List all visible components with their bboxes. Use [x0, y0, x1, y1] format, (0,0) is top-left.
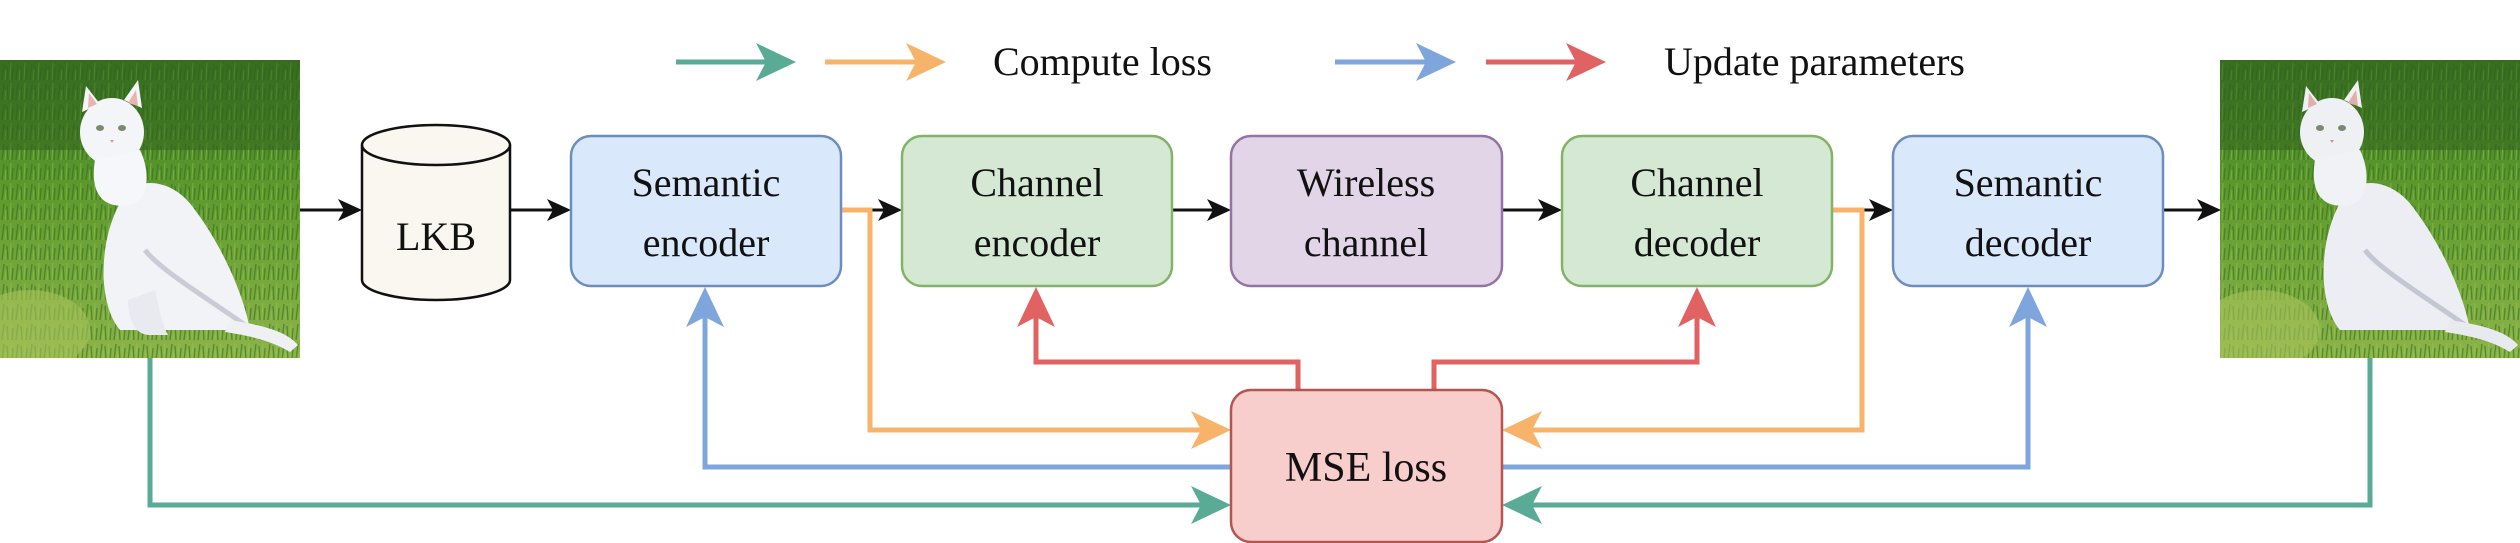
channel-encoder-box: Channel encoder — [900, 134, 1174, 288]
legend: Compute loss Update parameters — [676, 39, 1965, 84]
semantic-encoder-box: Semantic encoder — [569, 134, 843, 288]
legend-orange-arrow — [825, 43, 946, 81]
orange-loss-paths — [841, 207, 1865, 449]
semantic-decoder-label-line1: Semantic — [1954, 160, 2103, 205]
cat-figure-reconstructed — [2300, 80, 2518, 352]
wireless-channel-label-line1: Wireless — [1297, 160, 1435, 205]
legend-update-parameters-label: Update parameters — [1664, 39, 1965, 84]
legend-teal-arrow — [676, 43, 796, 81]
arrow-channel-encoder-to-wireless — [1172, 199, 1231, 221]
semantic-encoder-label-line2: encoder — [643, 220, 770, 265]
mse-loss-box: MSE loss — [1229, 388, 1504, 543]
arrow-lkb-to-semantic-encoder — [510, 199, 571, 221]
lkb-label: LKB — [396, 214, 476, 259]
output-cat-image — [2220, 60, 2520, 358]
channel-encoder-label-line1: Channel — [970, 160, 1103, 205]
channel-decoder-label-line1: Channel — [1630, 160, 1763, 205]
semantic-decoder-box: Semantic decoder — [1891, 134, 2165, 288]
input-cat-image — [0, 60, 300, 358]
legend-compute-loss-label: Compute loss — [993, 39, 1212, 84]
semantic-decoder-label-line2: decoder — [1965, 220, 2092, 265]
channel-decoder-label-line2: decoder — [1634, 220, 1761, 265]
blue-update-paths — [686, 287, 2047, 470]
arrow-wireless-to-channel-decoder — [1502, 199, 1562, 221]
arrow-semantic-decoder-to-output — [2163, 199, 2221, 221]
mse-loss-label: MSE loss — [1285, 445, 1447, 491]
channel-decoder-box: Channel decoder — [1560, 134, 1834, 288]
cat-figure — [80, 80, 298, 352]
red-update-paths — [1017, 287, 1716, 390]
wireless-channel-label-line2: channel — [1304, 220, 1428, 265]
wireless-channel-box: Wireless channel — [1229, 134, 1504, 288]
legend-red-arrow — [1486, 43, 1606, 81]
channel-encoder-label-line2: encoder — [974, 220, 1101, 265]
legend-blue-arrow — [1335, 43, 1456, 81]
teal-loss-paths — [147, 358, 2373, 524]
semantic-encoder-label-line1: Semantic — [632, 160, 781, 205]
lkb-database: LKB — [360, 123, 512, 302]
arrow-image-to-lkb — [300, 199, 362, 221]
